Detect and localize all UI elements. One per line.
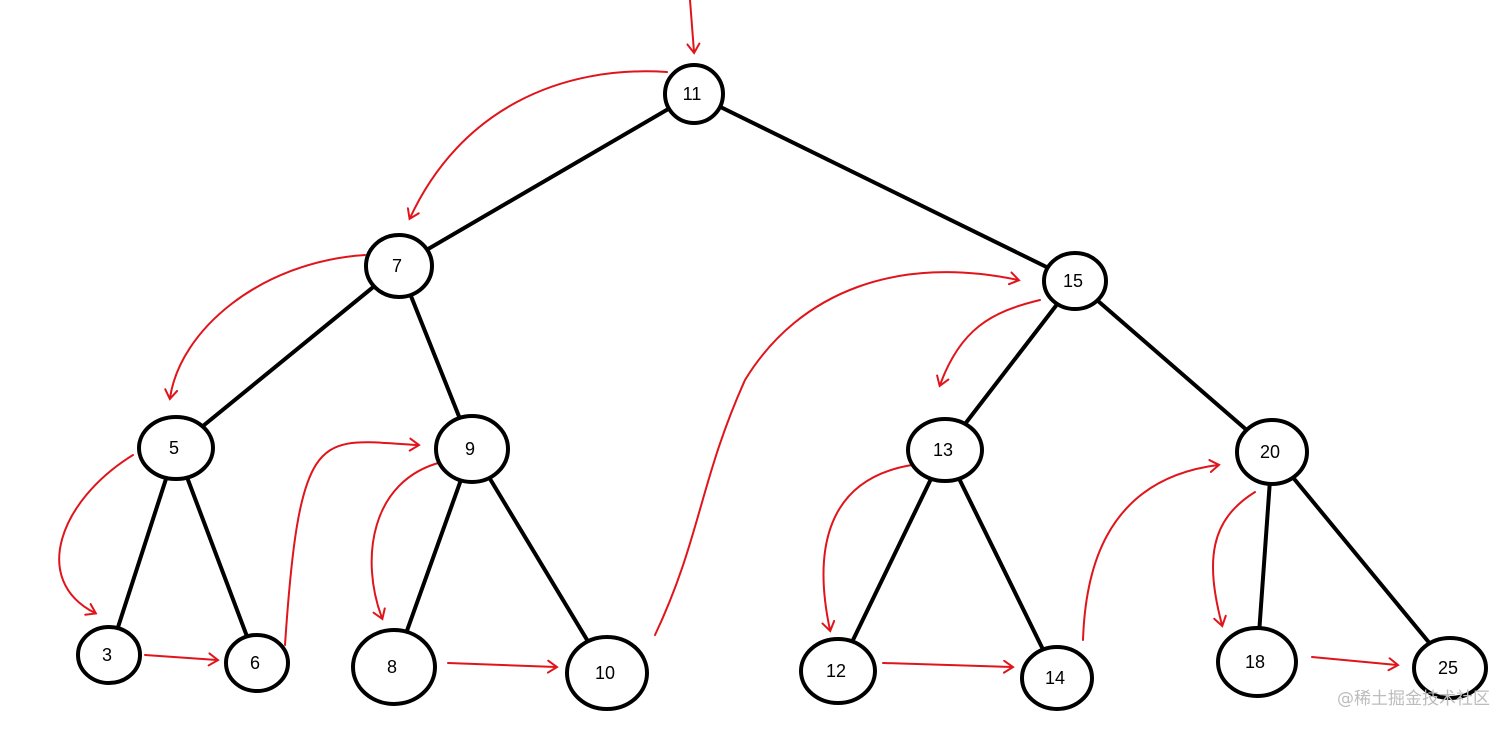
node-3: 3 [76,625,142,685]
tree-edges [107,92,1452,680]
node-20: 20 [1235,418,1309,486]
node-label: 6 [250,653,260,673]
edge-20-25 [1270,450,1452,670]
node-18: 18 [1216,626,1298,698]
edge-5-6 [174,446,259,665]
node-label: 11 [683,84,702,104]
node-circle [1235,418,1309,486]
node-label: 20 [1260,442,1280,462]
node-14: 14 [1020,645,1094,711]
node-8: 8 [351,628,437,706]
node-label: 8 [387,657,397,677]
edge-11-15 [692,92,1077,283]
arrow-18-to-25 [1311,656,1400,672]
node-13: 13 [906,417,984,483]
edge-11-7 [397,92,696,268]
node-10: 10 [565,635,649,711]
node-circle [1020,645,1094,711]
edge-7-5 [174,264,401,450]
node-circle [1412,636,1488,700]
traversal-arrows [58,0,1400,674]
node-label: 18 [1245,652,1265,672]
node-circle [434,414,510,484]
node-circle [1216,626,1298,698]
arrow-12-to-14 [882,659,1015,674]
node-6: 6 [224,633,290,693]
node-label: 14 [1045,668,1065,688]
node-7: 7 [364,233,434,299]
edge-13-12 [836,448,947,673]
arrow-14-to-20 [1082,459,1221,641]
node-label: 10 [595,663,615,683]
arrow-9-to-8 [370,461,443,621]
node-label: 13 [933,440,953,460]
edge-15-20 [1073,279,1274,454]
entry-arrow [686,0,701,55]
watermark-text: @稀土掘金技术社区 [1337,689,1490,709]
node-label: 15 [1063,271,1083,291]
node-circle [565,635,649,711]
arrow-10-to-15 [654,271,1021,636]
arrow-15-to-13 [936,299,1041,388]
node-circle [799,637,877,705]
node-label: 3 [102,645,112,665]
node-12: 12 [799,637,877,705]
edge-15-13 [943,279,1077,452]
node-5: 5 [137,415,215,481]
edge-13-14 [943,448,1059,680]
node-label: 7 [392,256,402,276]
node-label: 5 [169,438,179,458]
node-circle [224,633,290,693]
node-circle [364,233,434,299]
node-9: 9 [434,414,510,484]
arrow-3-to-6 [144,652,220,667]
edge-5-3 [107,446,178,657]
node-circle [1042,251,1108,311]
node-label: 25 [1438,658,1458,678]
node-circle [137,415,215,481]
node-label: 12 [826,661,846,681]
node-25: 25 [1412,636,1488,700]
arrow-6-to-9 [284,437,421,646]
node-label: 9 [465,439,475,459]
node-circle [663,63,725,125]
arrow-11-to-7 [406,70,668,221]
node-circle [76,625,142,685]
arrow-13-to-12 [821,464,913,633]
node-11: 11 [663,63,725,125]
node-circle [906,417,984,483]
tree-nodes: 11 7 15 5 9 13 20 3 6 8 10 12 14 18 25 [76,63,1488,711]
arrow-8-to-10 [447,659,559,674]
arrow-5-to-3 [58,454,134,616]
node-15: 15 [1042,251,1108,311]
arrow-7-to-5 [164,254,366,401]
arrow-20-to-18 [1212,491,1256,628]
node-circle [351,628,437,706]
edge-9-10 [470,447,609,675]
